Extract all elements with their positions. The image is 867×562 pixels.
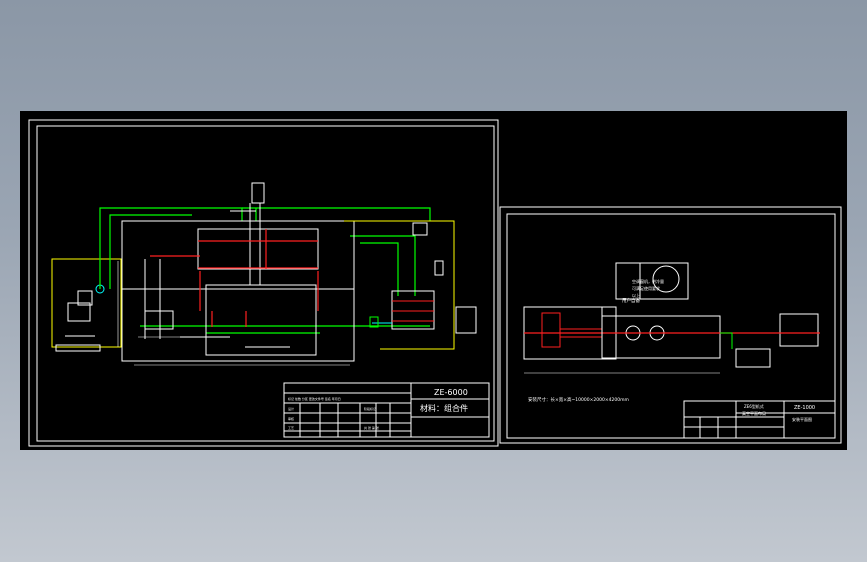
right-sheet <box>499 206 842 444</box>
plan-view <box>523 262 820 374</box>
svg-text:共 张 第 张: 共 张 第 张 <box>364 425 379 430</box>
right-window-note: 空调窗机，供冷量 可满足使用要求 以上 <box>632 278 665 298</box>
right-operator-label: 用户自备 <box>622 297 640 304</box>
right-title-block <box>683 400 836 439</box>
svg-text:阶段标记: 阶段标记 <box>364 406 376 411</box>
right-title-line2: 真空平面布局 <box>742 410 766 416</box>
right-installation-note: 安装尺寸：长×宽×高~10000×2000×4200mm <box>528 396 629 403</box>
svg-text:设计: 设计 <box>288 406 294 411</box>
left-drawing-number: ZE-6000 <box>434 388 468 397</box>
left-sheet <box>28 119 499 447</box>
green-pipelines <box>99 207 431 334</box>
svg-text:标记 处数 分区 更改文件号 签名 年月日: 标记 处数 分区 更改文件号 签名 年月日 <box>288 396 341 401</box>
cad-drawing-canvas: ZE-6000 材料：组合件 标记 处数 分区 更改文件号 签名 年月日 设计 … <box>20 111 847 450</box>
svg-text:审核: 审核 <box>288 416 294 421</box>
left-material-label: 材料：组合件 <box>420 403 468 413</box>
pump-unit-enclosure <box>51 258 122 352</box>
right-drawing-number: ZE-1000 <box>794 405 815 411</box>
dimension-lines <box>117 261 350 366</box>
utility-enclosure <box>344 220 477 350</box>
right-title-line1: ZE6型机式 <box>744 403 764 409</box>
left-title-block <box>283 382 490 438</box>
svg-text:工艺: 工艺 <box>288 425 294 430</box>
right-sheet-name: 安装平面图 <box>792 416 812 422</box>
vacuum-chamber <box>121 182 355 362</box>
left-title-small-text: 标记 处数 分区 更改文件号 签名 年月日 设计 审核 工艺 阶段标记 共 张 … <box>288 396 379 430</box>
red-pipelines <box>150 229 319 327</box>
